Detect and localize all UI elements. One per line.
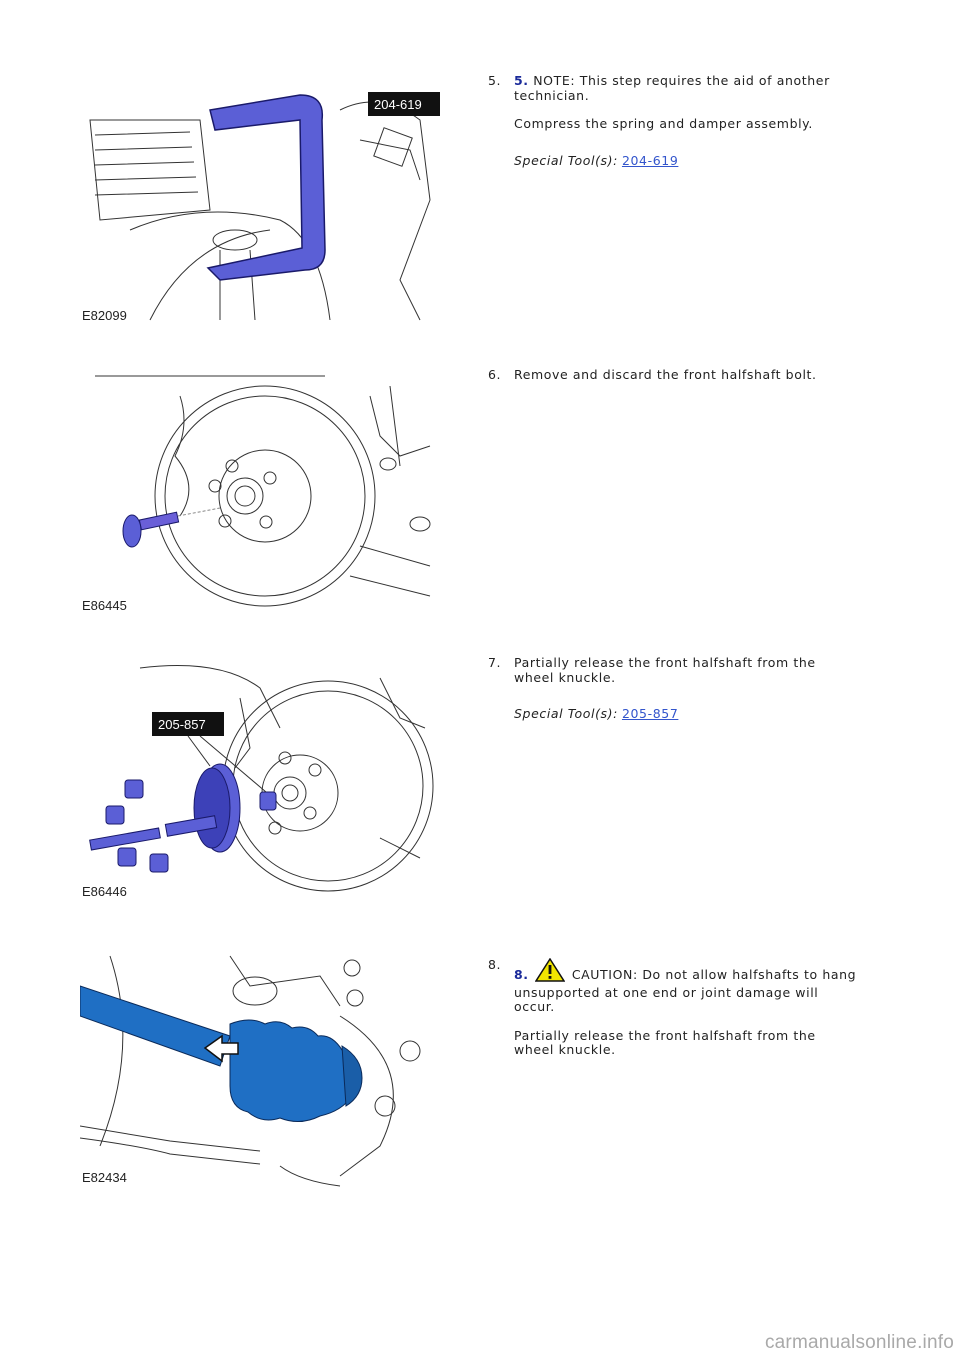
step-7: 7. Partially release the front halfshaft… <box>488 655 860 736</box>
caution-text: CAUTION: Do not allow halfshafts to hang… <box>514 967 857 1014</box>
direction-arrow <box>203 1034 239 1063</box>
warning-triangle-icon <box>534 957 566 986</box>
step-number: 6. <box>488 367 502 382</box>
step-8: 8. 8. CAUTION: Do not allow halfshafts t… <box>488 957 860 1072</box>
figure-code: E86445 <box>82 598 127 613</box>
step-text: Remove and discard the front halfshaft b… <box>514 367 817 382</box>
figure-code: E82099 <box>82 308 127 323</box>
figure-code: E86446 <box>82 884 127 899</box>
svg-text:205-857: 205-857 <box>158 717 206 732</box>
callout-label: 204-619 <box>368 92 440 116</box>
halfshaft <box>80 985 363 1122</box>
step-number-bold: 8. <box>514 967 529 982</box>
halfshaft-bolt <box>122 507 221 548</box>
special-tools-label: Special Tool(s): <box>514 706 618 721</box>
figure-spring-compressor: 204-619 E82099 <box>80 80 440 326</box>
watermark: carmanualsonline.info <box>764 1332 954 1353</box>
step-text: Compress the spring and damper assembly. <box>514 116 813 131</box>
step-number: 7. <box>488 655 502 670</box>
note-text: NOTE: This step requires the aid of anot… <box>514 73 830 103</box>
figure-halfshaft-puller: 205-857 E86446 <box>80 658 440 903</box>
special-tools-label: Special Tool(s): <box>514 152 618 168</box>
step-number: 8. <box>488 957 502 972</box>
callout-label: 205-857 <box>152 712 224 736</box>
tool-link-204-619[interactable]: 204-619 <box>621 152 679 168</box>
step-number-bold: 5. <box>514 73 529 88</box>
spring-compressor-tool <box>206 94 326 281</box>
step-6: 6. Remove and discard the front halfshaf… <box>488 367 860 397</box>
tool-link-205-857[interactable]: 205-857 <box>621 706 679 721</box>
puller-tool <box>89 763 277 873</box>
step-5: 5. 5. NOTE: This step requires the aid o… <box>488 73 860 182</box>
figure-halfshaft-bolt: E86445 <box>80 366 440 616</box>
figure-code: E82434 <box>82 1170 127 1185</box>
step-number: 5. <box>488 73 502 88</box>
step-text: Partially release the front halfshaft fr… <box>514 655 816 685</box>
figure-halfshaft-joint: E82434 <box>80 946 460 1192</box>
step-text: Partially release the front halfshaft fr… <box>514 1027 816 1057</box>
svg-text:204-619: 204-619 <box>374 97 422 112</box>
